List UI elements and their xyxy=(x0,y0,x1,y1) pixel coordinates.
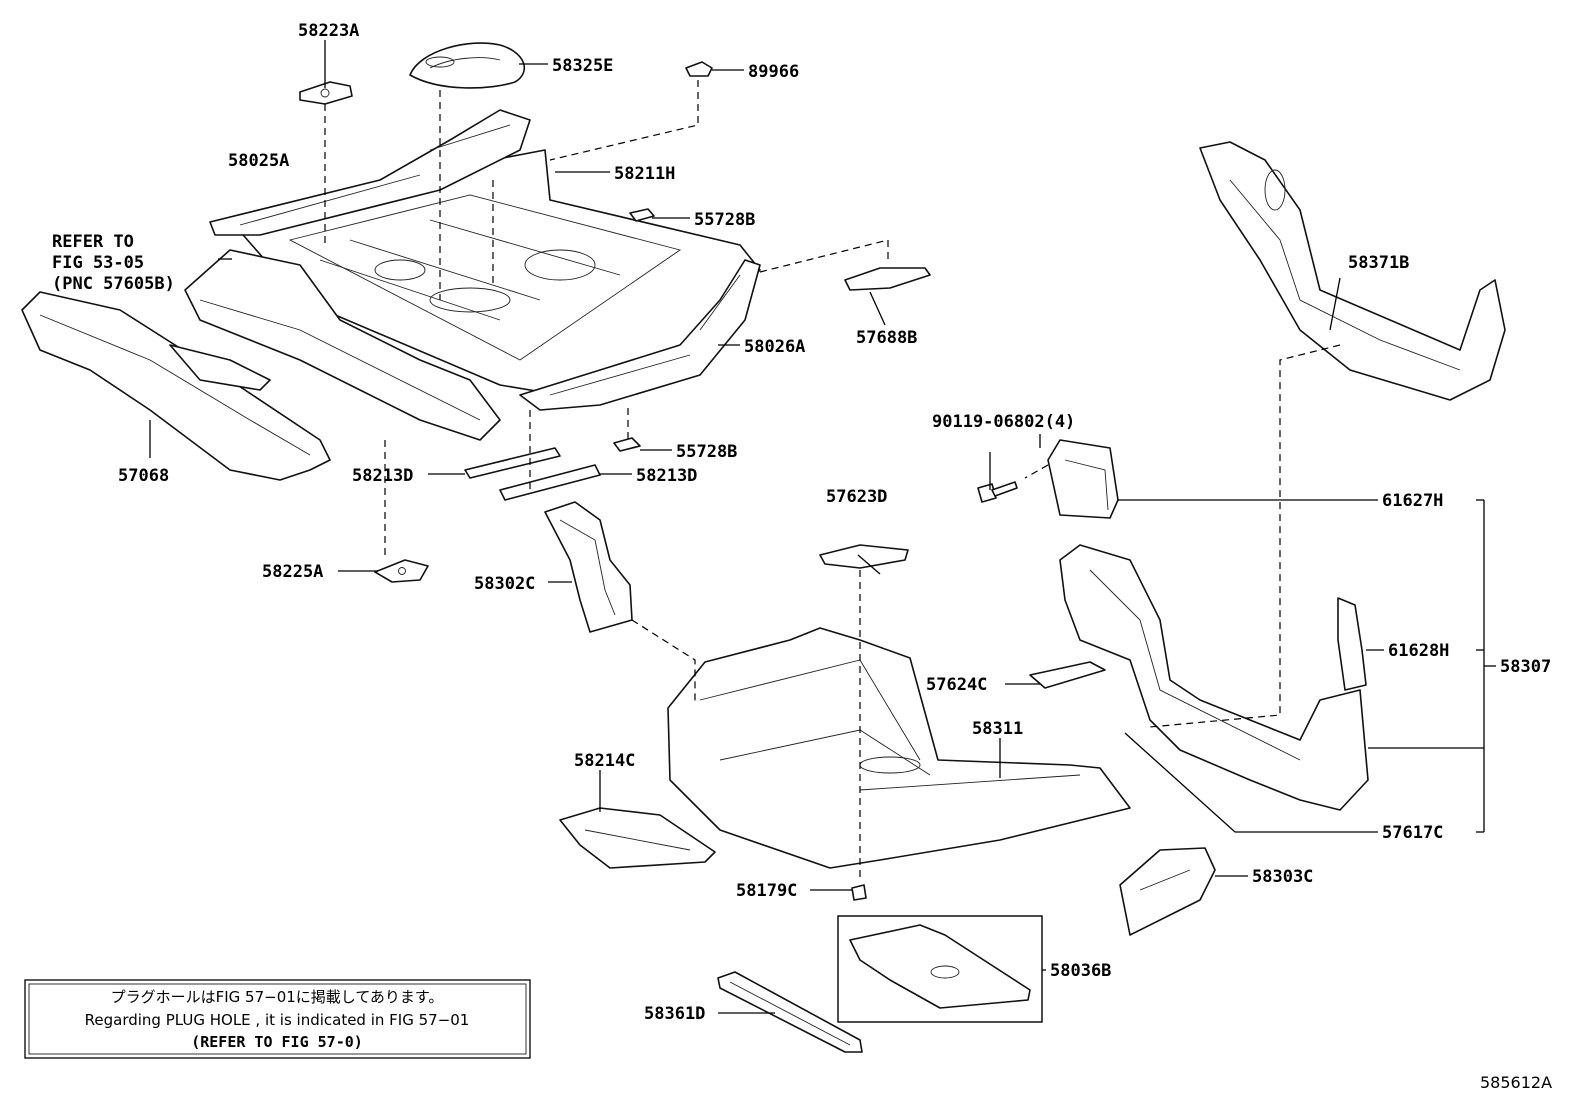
refer-line-1: REFER TO xyxy=(52,232,134,252)
part-58225A xyxy=(374,559,429,583)
part-58213D-left xyxy=(464,447,561,479)
part-58025A xyxy=(209,109,531,236)
label-58225A[interactable]: 58225A xyxy=(262,562,323,582)
label-55728B-top[interactable]: 55728B xyxy=(694,210,755,230)
part-58371B xyxy=(1199,141,1506,401)
part-57623D xyxy=(819,544,909,569)
part-58213D-right xyxy=(499,464,601,501)
label-57623D[interactable]: 57623D xyxy=(826,487,887,507)
part-58311 xyxy=(667,627,1131,869)
label-58303C[interactable]: 58303C xyxy=(1252,867,1313,887)
part-58302C xyxy=(544,501,633,633)
part-58303C xyxy=(1119,847,1216,936)
note-japanese: プラグホールはFIG 57−01に掲載してあります。 xyxy=(111,988,444,1006)
part-58307 xyxy=(1059,544,1369,811)
label-58371B[interactable]: 58371B xyxy=(1348,253,1409,273)
label-90119-06802[interactable]: 90119-06802(4) xyxy=(932,412,1075,432)
label-61627H[interactable]: 61627H xyxy=(1382,491,1443,511)
part-58325E xyxy=(409,42,526,89)
label-58223A[interactable]: 58223A xyxy=(298,21,359,41)
label-58179C[interactable]: 58179C xyxy=(736,881,797,901)
label-58025A[interactable]: 58025A xyxy=(228,151,289,171)
label-58211H[interactable]: 58211H xyxy=(614,164,675,184)
part-61627H xyxy=(1047,439,1119,519)
plug-hole-note: プラグホールはFIG 57−01に掲載してあります。 Regarding PLU… xyxy=(24,979,531,1059)
label-58311[interactable]: 58311 xyxy=(972,719,1023,739)
part-55728B-bottom xyxy=(613,437,641,452)
refer-line-3[interactable]: (PNC 57605B) xyxy=(52,274,175,294)
part-58361D xyxy=(717,971,863,1053)
label-58325E[interactable]: 58325E xyxy=(552,56,613,76)
label-57068[interactable]: 57068 xyxy=(118,466,169,486)
label-58036B[interactable]: 58036B xyxy=(1050,961,1111,981)
label-58302C[interactable]: 58302C xyxy=(474,574,535,594)
label-58307[interactable]: 58307 xyxy=(1500,657,1551,677)
part-58179C xyxy=(851,884,867,901)
label-57617C[interactable]: 57617C xyxy=(1382,823,1443,843)
label-55728B-bottom[interactable]: 55728B xyxy=(676,442,737,462)
part-58036B-frame xyxy=(837,915,1043,1023)
labels: 58223A 58325E 89966 58025A 58211H 55728B… xyxy=(52,21,1551,1024)
part-57068 xyxy=(21,291,331,481)
part-57688B xyxy=(844,267,931,291)
leader-lines xyxy=(149,40,1496,1014)
note-english: Regarding PLUG HOLE , it is indicated in… xyxy=(85,1011,470,1029)
part-58223A xyxy=(299,81,353,105)
part-57624C xyxy=(1029,661,1106,689)
part-58214C xyxy=(559,807,716,869)
label-58214C[interactable]: 58214C xyxy=(574,751,635,771)
part-90119-bolt xyxy=(977,481,1018,503)
label-57624C[interactable]: 57624C xyxy=(926,675,987,695)
label-58213D-right[interactable]: 58213D xyxy=(636,466,697,486)
part-55728B-top xyxy=(629,208,655,222)
diagram-code: 585612A xyxy=(1480,1073,1552,1092)
label-61628H[interactable]: 61628H xyxy=(1388,641,1449,661)
label-58026A[interactable]: 58026A xyxy=(744,337,805,357)
note-refer[interactable]: (REFER TO FIG 57-0) xyxy=(191,1033,363,1051)
label-89966[interactable]: 89966 xyxy=(748,62,799,82)
dashed-lines xyxy=(324,80,1341,880)
label-57688B[interactable]: 57688B xyxy=(856,328,917,348)
label-58213D-left[interactable]: 58213D xyxy=(352,466,413,486)
part-61628H xyxy=(1337,597,1367,691)
label-58361D[interactable]: 58361D xyxy=(644,1004,705,1024)
refer-line-2: FIG 53-05 xyxy=(52,253,144,273)
part-57605B xyxy=(184,249,501,441)
part-89966 xyxy=(685,61,713,77)
part-58026A xyxy=(519,259,761,411)
